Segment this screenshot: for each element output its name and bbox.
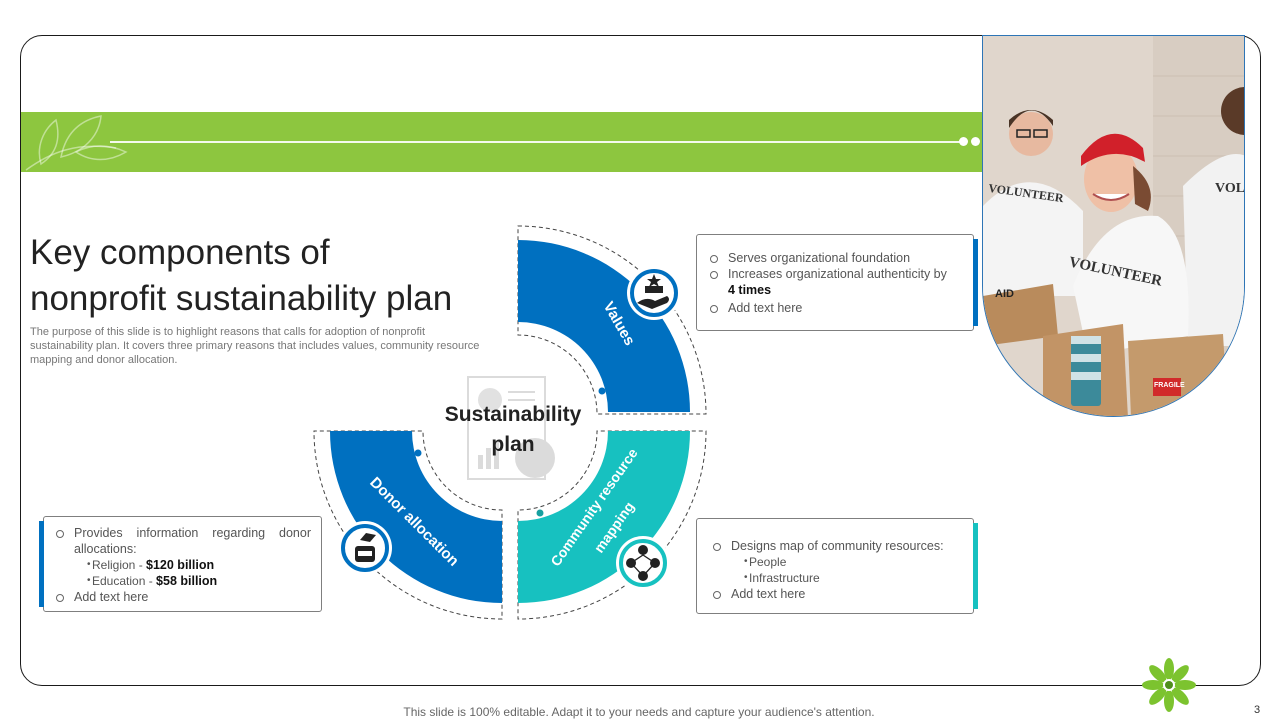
community-box-accent xyxy=(973,523,978,609)
values-highlight: 4 times xyxy=(728,283,772,297)
center-line-2: plan xyxy=(491,433,535,456)
center-line-1: Sustainability xyxy=(444,403,582,426)
list-item: Provides information regarding donor all… xyxy=(54,525,311,557)
list-item: Increases organizational authenticity by… xyxy=(708,266,965,298)
diagram-center-label: Sustainability plan xyxy=(425,400,601,460)
list-item: Add text here xyxy=(708,300,965,316)
donor-list: Provides information regarding donor all… xyxy=(54,525,311,605)
community-list: Designs map of community resources: Peop… xyxy=(711,538,965,602)
shirt-text-right: VOL xyxy=(1215,181,1245,196)
banner-dot xyxy=(971,137,980,146)
donor-box-accent xyxy=(39,521,44,607)
donor-info-box: Provides information regarding donor all… xyxy=(39,516,322,612)
title-line-1: Key components of xyxy=(30,233,330,272)
list-sub-item: Education - $58 billion xyxy=(54,573,311,589)
leaf-decoration-icon xyxy=(25,115,128,171)
slide-subtitle: The purpose of this slide is to highligh… xyxy=(30,326,480,366)
title-line-2: nonprofit sustainability plan xyxy=(30,279,453,318)
values-box-accent xyxy=(973,239,978,326)
community-info-box: Designs map of community resources: Peop… xyxy=(696,518,978,614)
footer-note: This slide is 100% editable. Adapt it to… xyxy=(403,705,875,719)
box-text: AID xyxy=(995,288,1014,300)
sticker-text: FRAGILE xyxy=(1154,382,1185,389)
list-sub-item: Infrastructure xyxy=(711,570,965,586)
list-item: Add text here xyxy=(711,586,965,602)
banner-line xyxy=(110,141,960,143)
slide-title: Key components of nonprofit sustainabili… xyxy=(30,230,510,322)
list-sub-item: People xyxy=(711,554,965,570)
banner-dot xyxy=(959,137,968,146)
list-item: Serves organizational foundation xyxy=(708,250,965,266)
flower-logo-icon xyxy=(1142,658,1196,712)
volunteers-photo: VOLUNTEER VOLUNTEER VOL AID FRAGILE xyxy=(982,35,1245,417)
page-number: 3 xyxy=(1254,704,1261,716)
volunteers-illustration xyxy=(983,36,1244,416)
list-item: Add text here xyxy=(54,589,311,605)
values-list: Serves organizational foundation Increas… xyxy=(708,250,965,316)
values-info-box: Serves organizational foundation Increas… xyxy=(696,234,978,331)
list-item: Designs map of community resources: xyxy=(711,538,965,554)
list-sub-item: Religion - $120 billion xyxy=(54,557,311,573)
